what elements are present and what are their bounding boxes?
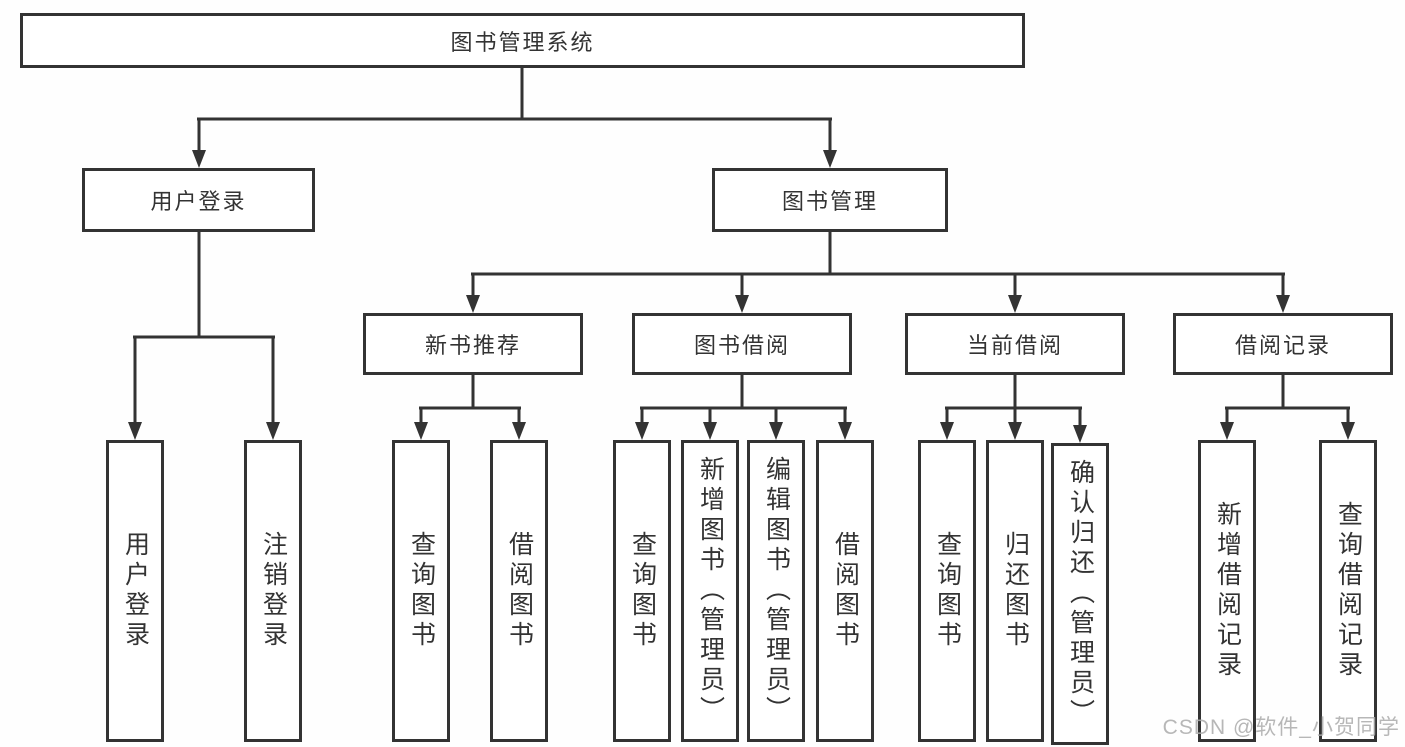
node-book-borrow: 图书借阅 (632, 313, 852, 375)
leaf-label: 注销登录 (259, 531, 288, 651)
leaf-label: 用户登录 (121, 531, 150, 651)
leaf-query-books-recommend: 查询图书 (392, 440, 450, 742)
leaf-label: 新增借阅记录 (1213, 501, 1242, 681)
leaf-label: 新增图书（管理员） (696, 456, 725, 726)
leaf-query-borrow-record: 查询借阅记录 (1319, 440, 1377, 742)
node-current-borrow: 当前借阅 (905, 313, 1125, 375)
watermark: CSDN @软件_小贺同学 (1162, 716, 1400, 739)
leaf-query-books-current: 查询图书 (918, 440, 976, 742)
node-borrow-records: 借阅记录 (1173, 313, 1393, 375)
leaf-label: 查询借阅记录 (1334, 501, 1363, 681)
node-book-management: 图书管理 (712, 168, 948, 232)
leaf-user-login: 用户登录 (106, 440, 164, 742)
node-label: 借阅记录 (1234, 333, 1331, 358)
node-label: 图书管理系统 (450, 29, 595, 55)
node-new-book-recommend: 新书推荐 (363, 313, 583, 375)
leaf-return-books: 归还图书 (986, 440, 1044, 742)
leaf-borrow-books: 借阅图书 (816, 440, 874, 742)
leaf-label: 确认归还（管理员） (1066, 459, 1095, 729)
leaf-label: 查询图书 (933, 531, 962, 651)
leaf-confirm-return-admin: 确认归还（管理员） (1051, 443, 1109, 745)
node-label: 图书借阅 (693, 333, 790, 358)
leaf-label: 查询图书 (628, 531, 657, 651)
leaf-label: 编辑图书（管理员） (762, 456, 791, 726)
node-label: 用户登录 (150, 189, 247, 214)
leaf-add-borrow-record: 新增借阅记录 (1198, 440, 1256, 742)
node-user-login: 用户登录 (82, 168, 315, 232)
leaf-add-book-admin: 新增图书（管理员） (681, 440, 739, 742)
node-label: 新书推荐 (424, 333, 521, 358)
leaf-query-books-borrow: 查询图书 (613, 440, 671, 742)
node-library-management-system: 图书管理系统 (20, 13, 1025, 68)
leaf-label: 借阅图书 (831, 531, 860, 651)
leaf-borrow-books-recommend: 借阅图书 (490, 440, 548, 742)
node-label: 当前借阅 (966, 333, 1063, 358)
leaf-logout: 注销登录 (244, 440, 302, 742)
leaf-edit-book-admin: 编辑图书（管理员） (747, 440, 805, 742)
leaf-label: 借阅图书 (505, 531, 534, 651)
leaf-label: 归还图书 (1001, 531, 1030, 651)
node-label: 图书管理 (781, 189, 878, 214)
leaf-label: 查询图书 (407, 531, 436, 651)
